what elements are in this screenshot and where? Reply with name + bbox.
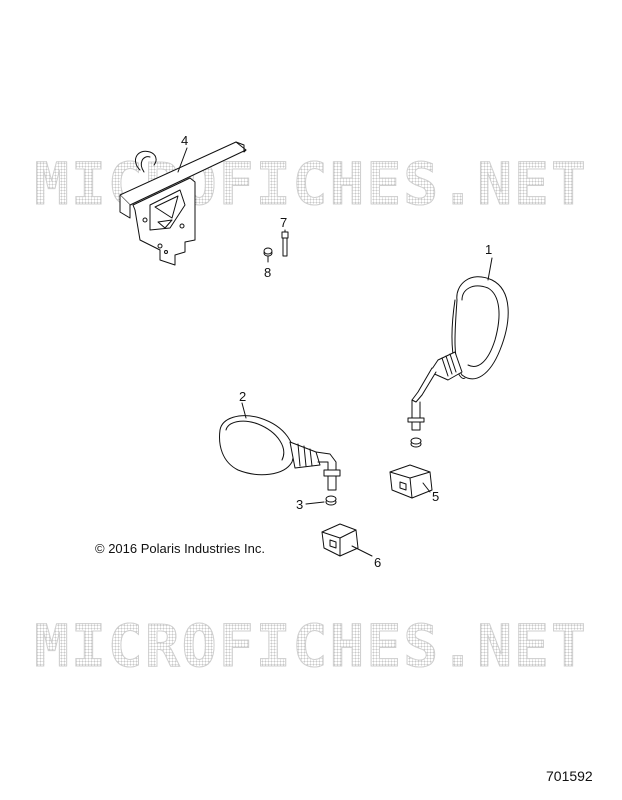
drawing-number: 701592 xyxy=(546,768,593,784)
mounting-bracket xyxy=(119,141,247,266)
watermark-bottom: MICROFICHES.NET xyxy=(0,612,622,681)
callout-2: 2 xyxy=(239,389,247,404)
small-nut xyxy=(263,247,273,263)
clamp-right xyxy=(389,464,433,499)
right-mirror xyxy=(407,257,509,431)
callout-7: 7 xyxy=(280,215,288,230)
left-mirror xyxy=(219,402,341,491)
callout-5: 5 xyxy=(432,489,440,504)
callout-8: 8 xyxy=(264,265,272,280)
nut xyxy=(305,495,337,506)
callout-6: 6 xyxy=(374,555,382,570)
callout-1: 1 xyxy=(485,242,493,257)
callout-3: 3 xyxy=(296,497,304,512)
bolt xyxy=(281,229,289,257)
copyright-notice: © 2016 Polaris Industries Inc. xyxy=(95,541,265,556)
right-mirror-nut xyxy=(410,437,422,448)
clamp-left xyxy=(321,523,373,557)
callout-4: 4 xyxy=(181,133,189,148)
